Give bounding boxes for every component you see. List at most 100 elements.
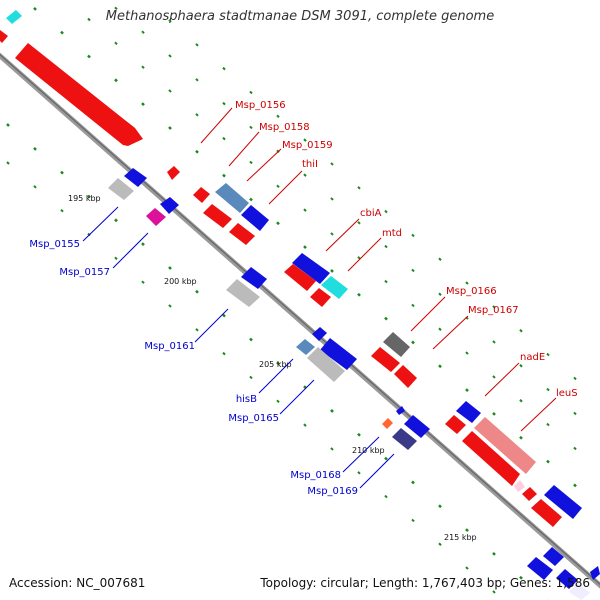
gene-label[interactable]: Msp_0169 [307,486,358,497]
gene-label[interactable]: Msp_0167 [468,305,519,316]
gene-label[interactable]: nadE [520,352,545,363]
gene-feature[interactable] [527,557,553,580]
tick-mark [6,123,10,127]
tick-mark [492,412,496,416]
gene-feature[interactable] [531,499,562,527]
gene-feature[interactable] [124,168,147,187]
gene-feature[interactable] [215,183,249,213]
tick-mark [519,329,523,333]
gene-feature[interactable] [382,418,393,429]
tick-mark [249,125,253,130]
gene-feature[interactable] [543,547,564,566]
gene-feature[interactable] [241,205,269,231]
gene-feature[interactable] [456,401,481,423]
gene-feature[interactable] [193,187,210,203]
tick-mark [249,337,253,342]
tick-mark [168,304,172,308]
gene-feature[interactable] [108,178,134,200]
tick-mark [357,432,361,437]
gene-feature[interactable] [320,338,357,370]
tick-mark [222,136,226,141]
genome-backbone [0,52,600,589]
tick-mark [114,41,118,46]
gene-feature[interactable] [522,487,537,501]
gene-label[interactable]: Msp_0168 [290,470,341,481]
tick-mark [222,101,226,106]
gene-label[interactable]: Msp_0157 [59,267,110,278]
tick-mark [249,375,253,380]
gene-label[interactable]: cbiA [360,208,382,219]
tick-mark [60,208,64,213]
gene-feature[interactable] [0,30,8,43]
label-leader [484,362,520,397]
tick-mark [492,305,496,309]
gene-label[interactable]: Msp_0165 [228,413,279,424]
tick-mark [222,351,226,356]
gene-feature[interactable] [226,279,260,307]
accession-label: Accession: NC_007681 [9,576,146,590]
gene-feature[interactable] [392,428,417,450]
gene-label[interactable]: Msp_0161 [144,341,195,352]
gene-features[interactable] [0,10,600,600]
gene-feature[interactable] [229,223,255,245]
gene-label[interactable]: mtd [382,228,402,239]
gene-feature[interactable] [556,569,578,589]
tick-mark [546,459,550,464]
gene-label[interactable]: Msp_0156 [235,100,286,111]
tick-mark [195,289,199,294]
gene-label[interactable]: Msp_0166 [446,286,497,297]
label-leader [112,232,149,269]
gene-feature[interactable] [15,43,143,146]
gene-label[interactable]: Msp_0158 [259,122,310,133]
tick-mark [195,328,199,332]
gene-feature[interactable] [296,339,315,355]
tick-mark [546,352,550,357]
gene-label[interactable]: hisB [236,394,257,405]
gene-feature[interactable] [404,415,430,438]
tick-mark [222,66,226,71]
gene-feature[interactable] [394,365,417,388]
gene-feature[interactable] [160,197,179,214]
gene-feature[interactable] [203,204,232,228]
gene-feature[interactable] [462,431,520,486]
gene-feature[interactable] [590,566,600,580]
gene-feature[interactable] [284,264,316,291]
gene-feature[interactable] [396,406,405,415]
tick-mark [465,388,469,392]
gene-label[interactable]: Msp_0159 [282,140,333,151]
tick-mark [411,340,415,345]
label-leader [520,397,557,432]
tick-mark [87,54,91,59]
tick-mark [330,232,334,236]
gene-feature[interactable] [445,415,466,434]
gene-feature[interactable] [544,485,582,519]
gene-feature[interactable] [310,288,331,307]
gene-feature[interactable] [146,208,166,226]
gene-label[interactable]: thiI [302,159,318,170]
tick-mark [330,162,334,166]
gene-feature[interactable] [307,347,345,382]
scale-label: 200 kbp [164,277,197,286]
gene-feature[interactable] [371,347,400,372]
gene-feature[interactable] [514,480,525,492]
gene-feature[interactable] [241,267,267,289]
tick-mark [195,43,199,47]
gene-feature[interactable] [383,332,410,357]
tick-mark [330,269,334,273]
gene-feature[interactable] [321,276,348,299]
gene-label[interactable]: leuS [556,388,578,399]
tick-mark [222,173,226,178]
tick-mark [330,447,334,451]
gene-feature[interactable] [569,583,590,600]
gene-feature[interactable] [474,417,536,474]
tick-mark [303,208,307,212]
gene-feature[interactable] [167,166,180,180]
tick-mark [384,316,388,321]
gene-label[interactable]: Msp_0155 [29,239,80,250]
gene-feature[interactable] [312,327,327,341]
tick-mark [465,351,469,355]
gene-feature[interactable] [292,253,330,284]
gene-feature[interactable] [6,10,22,24]
tick-mark [492,375,496,379]
